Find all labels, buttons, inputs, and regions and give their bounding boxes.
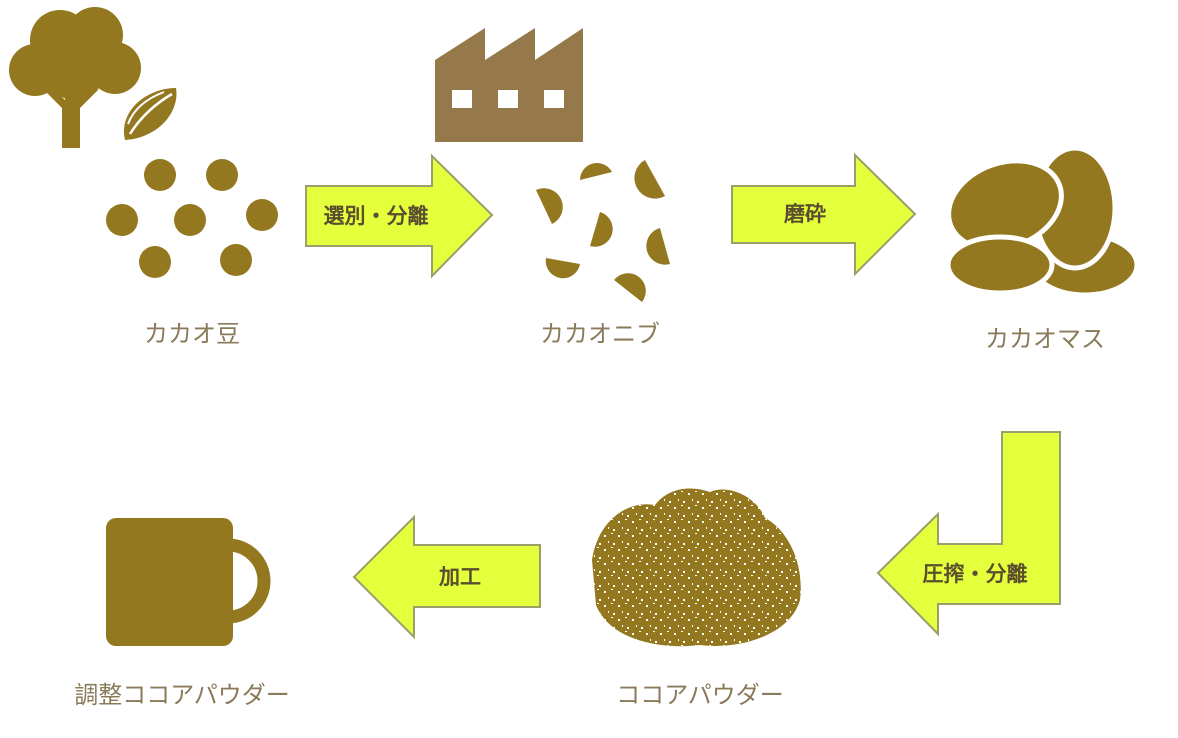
cacao-mass-icon: [945, 145, 1140, 298]
step-label-grind: 磨砕: [784, 202, 826, 226]
step-label-press-separate: 圧搾・分離: [923, 562, 1028, 586]
stage-label-mass: カカオマス: [985, 325, 1105, 353]
factory-icon: [435, 28, 583, 142]
stage-label-beans: カカオ豆: [144, 320, 240, 348]
step-label-sort-separate: 選別・分離: [324, 204, 429, 228]
stage-label-nibs: カカオニブ: [540, 320, 660, 348]
cacao-pod-icon: [123, 88, 177, 140]
arrow-press-separate: 圧搾・分離: [876, 431, 1061, 637]
step-label-process: 加工: [438, 565, 481, 589]
powder-pile-icon: [592, 488, 801, 647]
beans-icon: [106, 159, 278, 278]
stage-label-powder: ココアパウダー: [616, 681, 784, 709]
stage-label-adjusted: 調整ココアパウダー: [74, 681, 290, 709]
tree-icon: [9, 7, 141, 148]
nibs-icon: [536, 160, 670, 302]
mug-icon: [106, 518, 271, 646]
arrow-grind: 磨砕: [731, 152, 917, 277]
arrow-process: 加工: [352, 514, 541, 640]
arrow-sort-separate: 選別・分離: [305, 153, 494, 279]
